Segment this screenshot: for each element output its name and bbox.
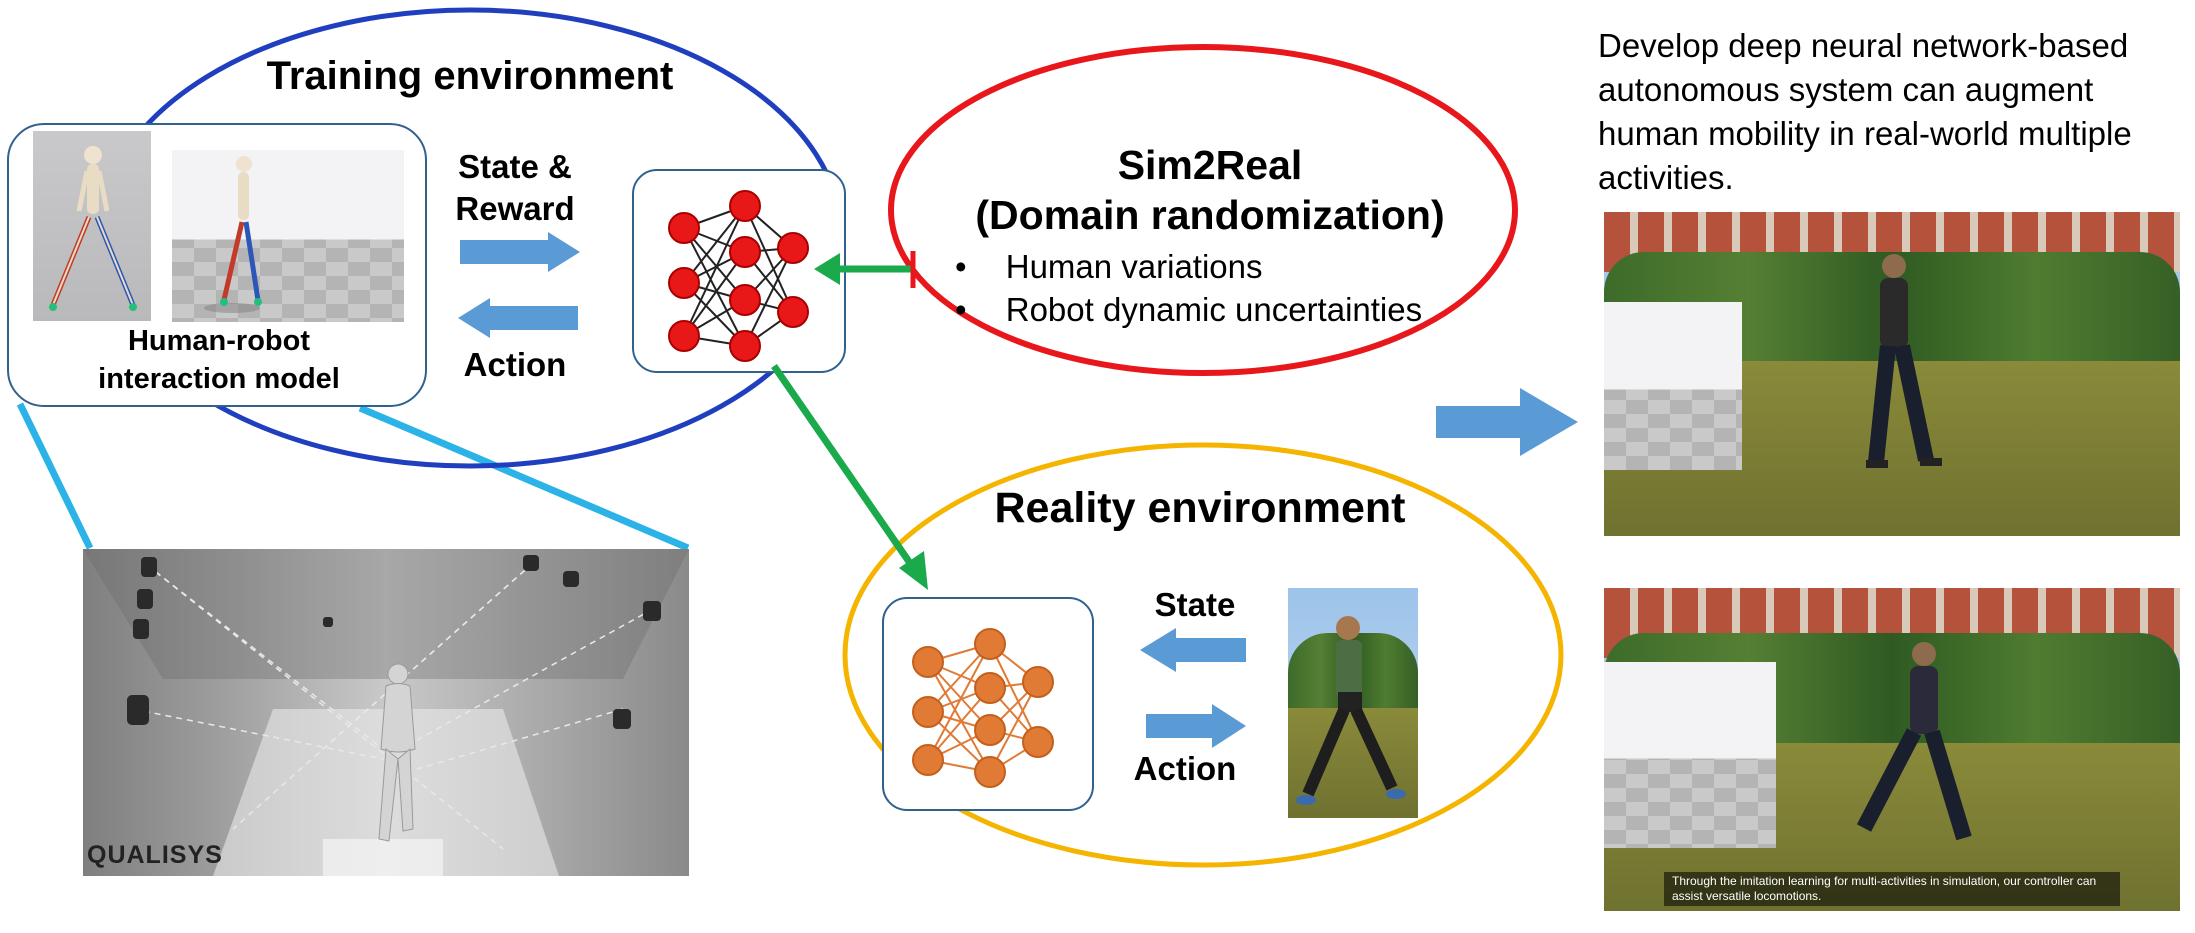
frame-1-sim-inset (1604, 302, 1742, 470)
training-action-label: Action (463, 346, 567, 383)
network-transfer-arrow-head (899, 551, 928, 590)
zoom-line-right (358, 404, 690, 552)
training-environment-title: Training environment (266, 54, 674, 98)
frame-2-sim-inset (1604, 662, 1776, 848)
qualisys-logo: QUALISYS (87, 841, 223, 869)
sim2real-to-network-arrow-head (814, 253, 840, 285)
bullet-text: Robot dynamic uncertainties (1005, 291, 1423, 328)
bullet-dot: • (955, 248, 967, 285)
sim2real-ellipse (888, 44, 1518, 376)
reality-environment-ellipse (842, 442, 1564, 868)
reality-state-label: State (1154, 586, 1236, 623)
sim2real-title: Sim2Real (Domain randomization) (930, 140, 1490, 240)
state-reward-label-line2: Reward (455, 190, 575, 227)
reality-network-icon (912, 628, 1054, 788)
sim2real-bullet-1: • Human variations (955, 248, 1263, 286)
reality-state-arrow (1140, 628, 1246, 672)
hri-skeleton-walking-image (172, 150, 404, 322)
sim2real-bullet-2: • Robot dynamic uncertainties (955, 291, 1422, 329)
action-arrow-left (458, 298, 578, 338)
state-reward-label: State & Reward (430, 146, 600, 230)
result-video-frame-2: Through the imitation learning for multi… (1604, 588, 2180, 911)
hri-model-label-line2: interaction model (98, 363, 340, 395)
state-reward-arrow (460, 232, 580, 272)
zoom-line-left (16, 402, 94, 550)
state-reward-label-line1: State & (458, 148, 572, 185)
hri-model-label-line1: Human-robot (127, 325, 311, 357)
reality-action-arrow (1146, 704, 1246, 748)
bullet-text: Human variations (1005, 248, 1263, 285)
sim2real-title-line2: (Domain randomization) (975, 192, 1445, 238)
sim2real-title-line1: Sim2Real (1117, 142, 1303, 188)
result-arrow (1436, 388, 1578, 456)
summary-text: Develop deep neural network-based autono… (1598, 27, 2132, 196)
hri-skeleton-front-image (33, 131, 151, 321)
bullet-dot: • (955, 291, 967, 328)
reality-environment-title: Reality environment (994, 484, 1406, 532)
training-network-icon (668, 190, 809, 362)
reality-action-label: Action (1133, 750, 1237, 787)
mocap-studio-image: QUALISYS (83, 549, 689, 876)
result-video-frame-1 (1604, 212, 2180, 536)
hri-model-label: Human-robot interaction model (30, 322, 408, 398)
video-caption: Through the imitation learning for multi… (1664, 872, 2120, 906)
network-transfer-arrow-shaft (771, 364, 915, 568)
reality-walker-photo (1288, 588, 1418, 818)
